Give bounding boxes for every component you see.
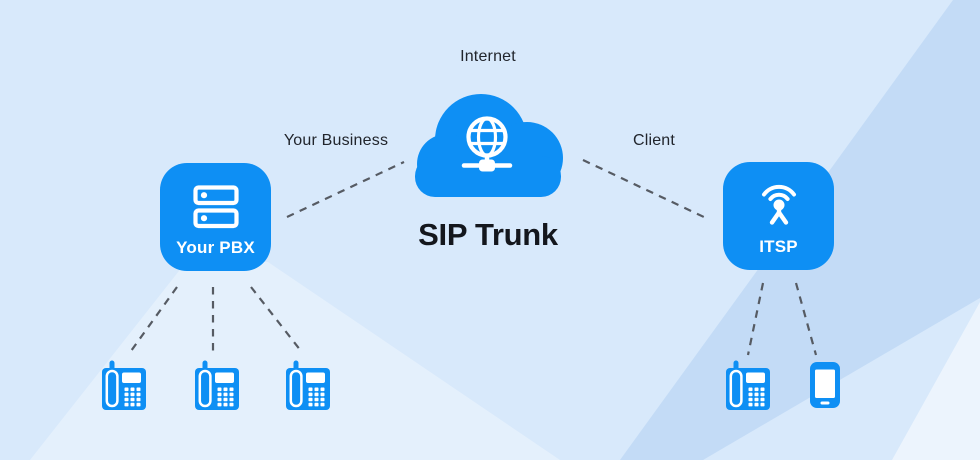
- cloud-icon: [415, 94, 563, 197]
- sip-trunk-title: SIP Trunk: [418, 217, 558, 252]
- globe-network-icon: [461, 116, 513, 172]
- pbx-label: Your PBX: [176, 238, 255, 257]
- connector-pbx-phone-1: [130, 286, 178, 352]
- antenna-icon: [761, 184, 796, 225]
- desk-phone-icon: [726, 360, 770, 415]
- connector-pbx-phone-3: [250, 286, 302, 352]
- desk-phone-icon: [195, 360, 239, 415]
- internet-cloud-node: [411, 92, 565, 197]
- itsp-label: ITSP: [759, 237, 798, 256]
- pbx-node: Your PBX: [160, 163, 271, 271]
- itsp-node: ITSP: [723, 162, 834, 270]
- connector-itsp-mobile: [794, 282, 818, 356]
- desk-phone-icon: [286, 360, 330, 415]
- connector-internet-itsp: [582, 159, 707, 219]
- desk-phone-icon: [102, 360, 146, 415]
- link-label-your-business: Your Business: [283, 132, 389, 149]
- connector-pbx-internet: [286, 161, 405, 218]
- server-icon: [192, 185, 239, 229]
- internet-label: Internet: [460, 48, 516, 65]
- connector-itsp-deskphone: [746, 282, 765, 356]
- link-label-client: Client: [632, 132, 676, 149]
- mobile-phone-icon: [810, 362, 840, 413]
